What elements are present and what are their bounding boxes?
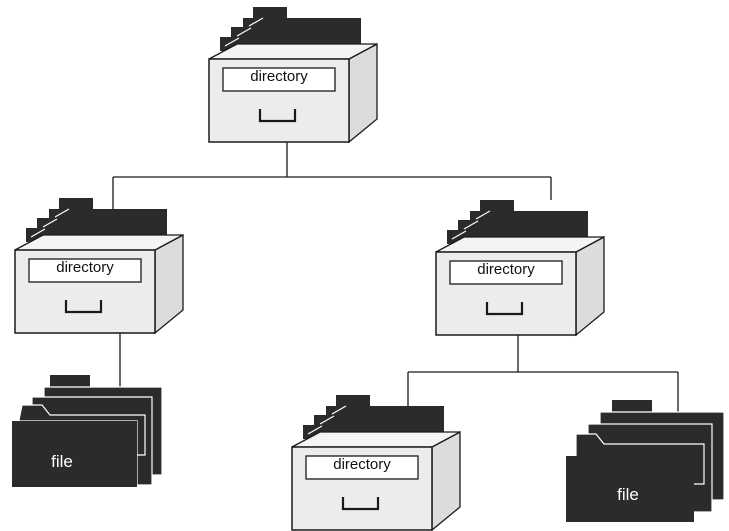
directory-icon [291, 395, 461, 531]
directory-icon [14, 198, 184, 335]
connector-right-children [407, 335, 679, 425]
directory-label: directory [250, 68, 308, 85]
connector-root-children [112, 142, 552, 215]
file-icon [566, 400, 725, 522]
directory-icon [208, 7, 378, 144]
directory-label: directory [56, 259, 114, 276]
file-icon [11, 375, 163, 488]
file-label: file [51, 452, 73, 471]
directory-label: directory [333, 456, 391, 473]
file-label: file [617, 485, 639, 504]
directory-label: directory [477, 261, 535, 278]
directory-icon [435, 200, 605, 337]
